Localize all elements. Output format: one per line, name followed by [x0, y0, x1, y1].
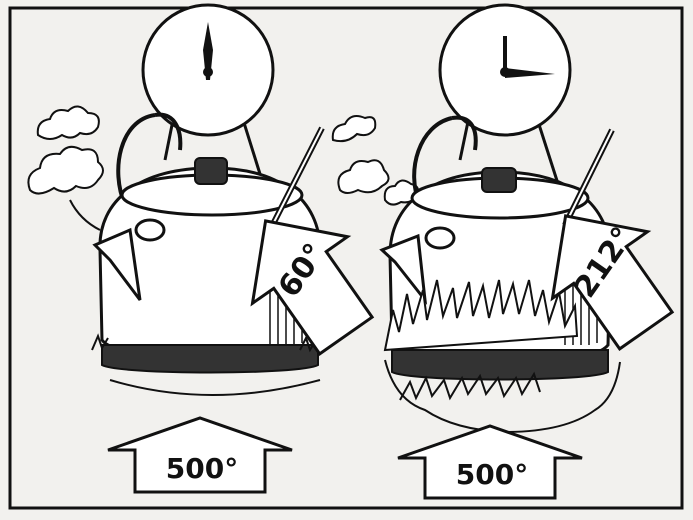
bottom-arrow-label: 500°	[456, 458, 528, 491]
bottom-arrow-label: 500°	[166, 452, 238, 485]
